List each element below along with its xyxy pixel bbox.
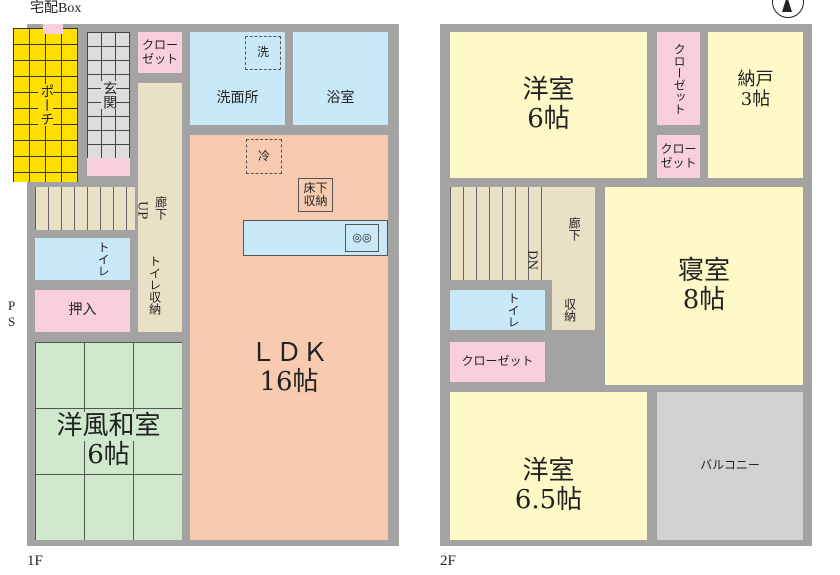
fridge-space: 冷 <box>246 139 282 174</box>
stove-icon: ◎◎ <box>345 224 379 252</box>
washitsu: 洋風和室 6帖 <box>35 342 182 540</box>
porch: ポーチ <box>13 28 78 182</box>
entrance-shoe-box <box>87 158 130 176</box>
stairs-1f <box>35 187 135 230</box>
closet-small-2f: クローゼット <box>657 135 700 178</box>
closet-tall-2f: クローゼット <box>657 32 700 125</box>
entrance: 玄関 <box>87 32 130 158</box>
toilet-storage-2f: 収納 <box>562 298 577 322</box>
stairs-down-label: DN <box>525 249 540 271</box>
toilet-2f: トイレ <box>450 290 545 330</box>
ps-label: PS <box>8 298 16 329</box>
toilet-storage-1f: トイレ収納 <box>147 255 162 315</box>
underfloor-storage: 床下収納 <box>298 178 333 212</box>
north-arrow-pointer-icon <box>782 0 792 12</box>
washer-space: 洗 <box>245 36 281 70</box>
ldk: ＬＤＫ 16帖 <box>190 135 388 540</box>
toilet-1f: トイレ <box>35 238 130 280</box>
stairs-2f <box>450 187 552 280</box>
floor1-label: 1F <box>27 553 43 569</box>
stairs-up-label: UP <box>135 200 150 220</box>
washroom: 洗面所 <box>190 32 285 125</box>
kitchen-counter <box>243 220 388 256</box>
closet-1f: クローゼット <box>138 32 182 73</box>
hallway-2f: 廊下 <box>552 187 595 330</box>
delivery-box-label: 宅配Box <box>30 1 82 16</box>
floor2-label: 2F <box>440 553 456 569</box>
balcony: バルコニー <box>657 392 803 540</box>
closet-2f: クローゼット <box>450 342 545 382</box>
bathroom: 浴室 <box>293 32 388 125</box>
oshiire: 押入 <box>35 290 130 332</box>
hallway-1f: 廊下 <box>138 83 182 332</box>
delivery-box <box>43 24 63 34</box>
